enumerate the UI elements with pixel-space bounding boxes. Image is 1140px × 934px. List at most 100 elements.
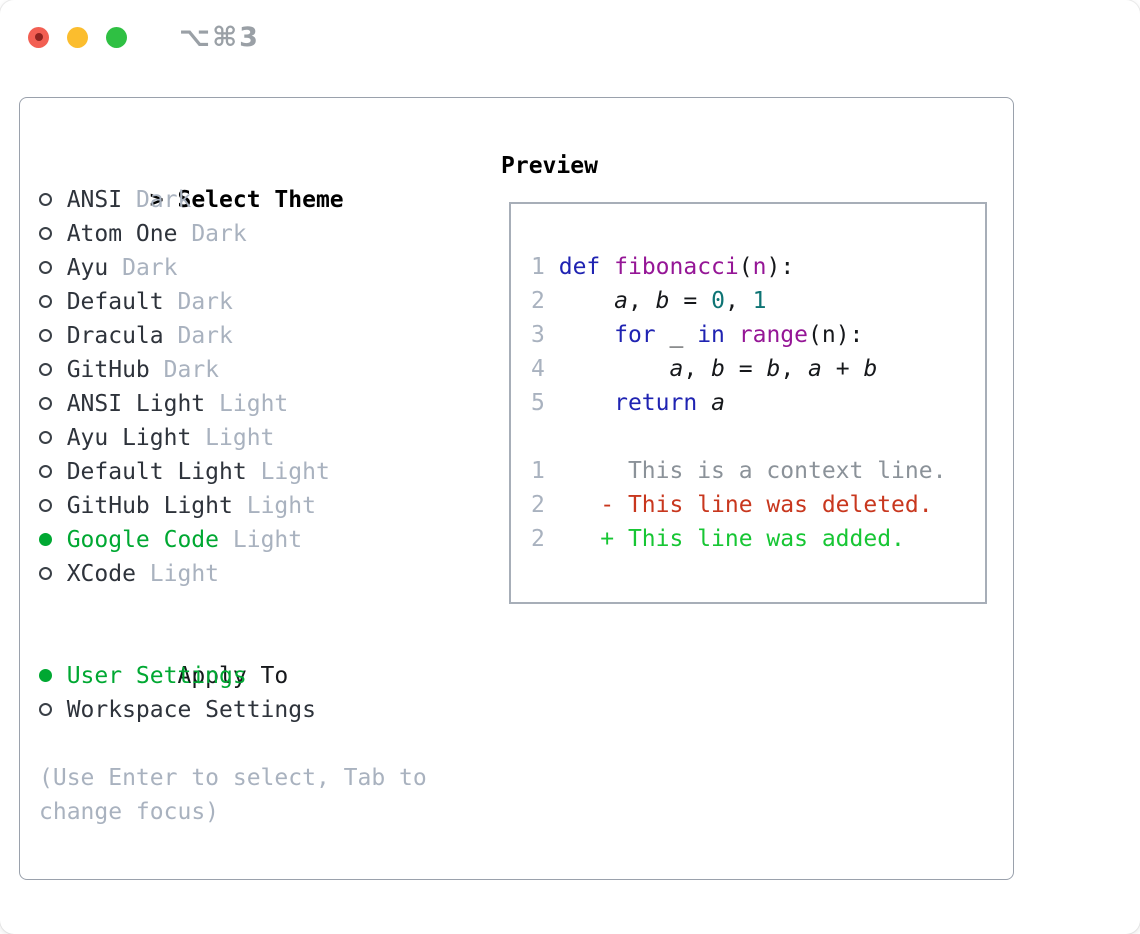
radio-icon xyxy=(39,226,52,240)
theme-item[interactable]: ANSI Light Light xyxy=(39,387,494,421)
apply-to-option[interactable]: User Settings xyxy=(39,659,494,693)
spacer xyxy=(39,727,494,761)
radio-icon xyxy=(39,464,52,478)
radio-marker xyxy=(39,353,67,387)
radio-marker xyxy=(39,557,67,591)
close-button[interactable] xyxy=(28,26,49,48)
radio-marker xyxy=(39,421,67,455)
preview-pane: 1 def fibonacci(n): 2 a, b = 0, 1 3 for _ … xyxy=(509,202,987,604)
theme-item[interactable]: Default Dark xyxy=(39,285,494,319)
theme-variant-tag: Dark xyxy=(177,323,233,349)
titlebar: ⌥⌘3 xyxy=(0,0,1140,74)
radio-marker xyxy=(39,523,67,557)
theme-item[interactable]: ANSI Dark xyxy=(39,183,494,217)
radio-icon xyxy=(39,702,52,716)
radio-marker xyxy=(39,319,67,353)
option-label: ANSI xyxy=(66,187,123,213)
theme-variant-tag: Light xyxy=(205,425,275,451)
apply-to-option[interactable]: Workspace Settings xyxy=(39,693,494,727)
theme-item[interactable]: Ayu Dark xyxy=(39,251,494,285)
theme-item[interactable]: XCode Light xyxy=(39,557,494,591)
theme-variant-tag: Dark xyxy=(122,255,178,281)
radio-marker xyxy=(39,251,67,285)
option-label: Workspace Settings xyxy=(66,697,316,723)
radio-icon xyxy=(39,260,52,274)
line-number: 2 xyxy=(531,526,545,552)
radio-icon xyxy=(39,396,52,410)
theme-variant-tag: Light xyxy=(219,391,289,417)
option-label: Dracula xyxy=(66,323,164,349)
option-label: Default xyxy=(66,289,164,315)
apply-to-header: Apply To xyxy=(39,625,494,689)
radio-icon xyxy=(39,192,52,206)
selected-radio-icon xyxy=(39,532,52,546)
right-column: Preview 1 def fibonacci(n): 2 a, b = 0, 1… xyxy=(501,149,1006,604)
code-line: 2 a, b = 0, 1 xyxy=(531,288,767,314)
code-line: 2 - This line was deleted. xyxy=(531,492,933,518)
radio-icon xyxy=(39,294,52,308)
radio-marker xyxy=(39,387,67,421)
radio-marker xyxy=(39,659,67,693)
option-label: Google Code xyxy=(66,527,220,553)
spacer xyxy=(39,591,494,625)
minimize-button[interactable] xyxy=(67,26,88,48)
option-label: XCode xyxy=(66,561,136,587)
option-label: GitHub xyxy=(66,357,150,383)
theme-item[interactable]: GitHub Light Light xyxy=(39,489,494,523)
line-number: 3 xyxy=(531,322,545,348)
radio-icon xyxy=(39,566,52,580)
select-theme-header: > Select Theme xyxy=(39,149,494,213)
radio-marker xyxy=(39,489,67,523)
theme-variant-tag: Dark xyxy=(177,289,233,315)
radio-icon xyxy=(39,362,52,376)
code-line: 1 This is a context line. xyxy=(531,458,947,484)
select-theme-title: Select Theme xyxy=(177,187,344,213)
option-label: Ayu xyxy=(66,255,109,281)
theme-item[interactable]: Atom One Dark xyxy=(39,217,494,251)
theme-item[interactable]: Ayu Light Light xyxy=(39,421,494,455)
code-line: 5 return a xyxy=(531,390,725,416)
theme-item[interactable]: Default Light Light xyxy=(39,455,494,489)
option-label: User Settings xyxy=(66,663,247,689)
option-label: ANSI Light xyxy=(66,391,206,417)
help-text-line1: (Use Enter to select, Tab to xyxy=(39,765,427,791)
line-number: 2 xyxy=(531,492,545,518)
apply-to-title: Apply To xyxy=(177,663,289,689)
theme-variant-tag: Light xyxy=(246,493,316,519)
traffic-lights xyxy=(0,26,127,48)
window-title: ⌥⌘3 xyxy=(179,21,260,53)
option-label: Default Light xyxy=(66,459,247,485)
line-number: 1 xyxy=(531,458,545,484)
theme-item[interactable]: Dracula Dark xyxy=(39,319,494,353)
theme-variant-tag: Dark xyxy=(135,187,192,213)
line-number: 5 xyxy=(531,390,545,416)
theme-variant-tag: Light xyxy=(232,527,303,553)
code-line xyxy=(531,420,985,454)
preview-title: Preview xyxy=(501,153,598,179)
code-line: 4 a, b = b, a + b xyxy=(531,356,878,382)
radio-marker xyxy=(39,183,67,217)
theme-variant-tag: Light xyxy=(260,459,330,485)
radio-marker xyxy=(39,455,67,489)
radio-marker xyxy=(39,217,67,251)
line-number: 2 xyxy=(531,288,545,314)
radio-icon xyxy=(39,430,52,444)
option-label: Ayu Light xyxy=(66,425,192,451)
theme-item[interactable]: Google Code Light xyxy=(39,523,494,557)
code-line: 2 + This line was added. xyxy=(531,526,905,552)
code-line: 3 for _ in range(n): xyxy=(531,322,864,348)
help-text-line2: change focus) xyxy=(39,799,220,825)
code-line: 1 def fibonacci(n): xyxy=(531,254,795,280)
theme-variant-tag: Dark xyxy=(191,221,247,247)
line-number: 1 xyxy=(531,254,545,280)
radio-icon xyxy=(39,498,52,512)
zoom-button[interactable] xyxy=(106,26,127,48)
selected-radio-icon xyxy=(39,668,52,682)
theme-item[interactable]: GitHub Dark xyxy=(39,353,494,387)
line-number: 4 xyxy=(531,356,545,382)
caret-icon: > xyxy=(149,187,164,213)
